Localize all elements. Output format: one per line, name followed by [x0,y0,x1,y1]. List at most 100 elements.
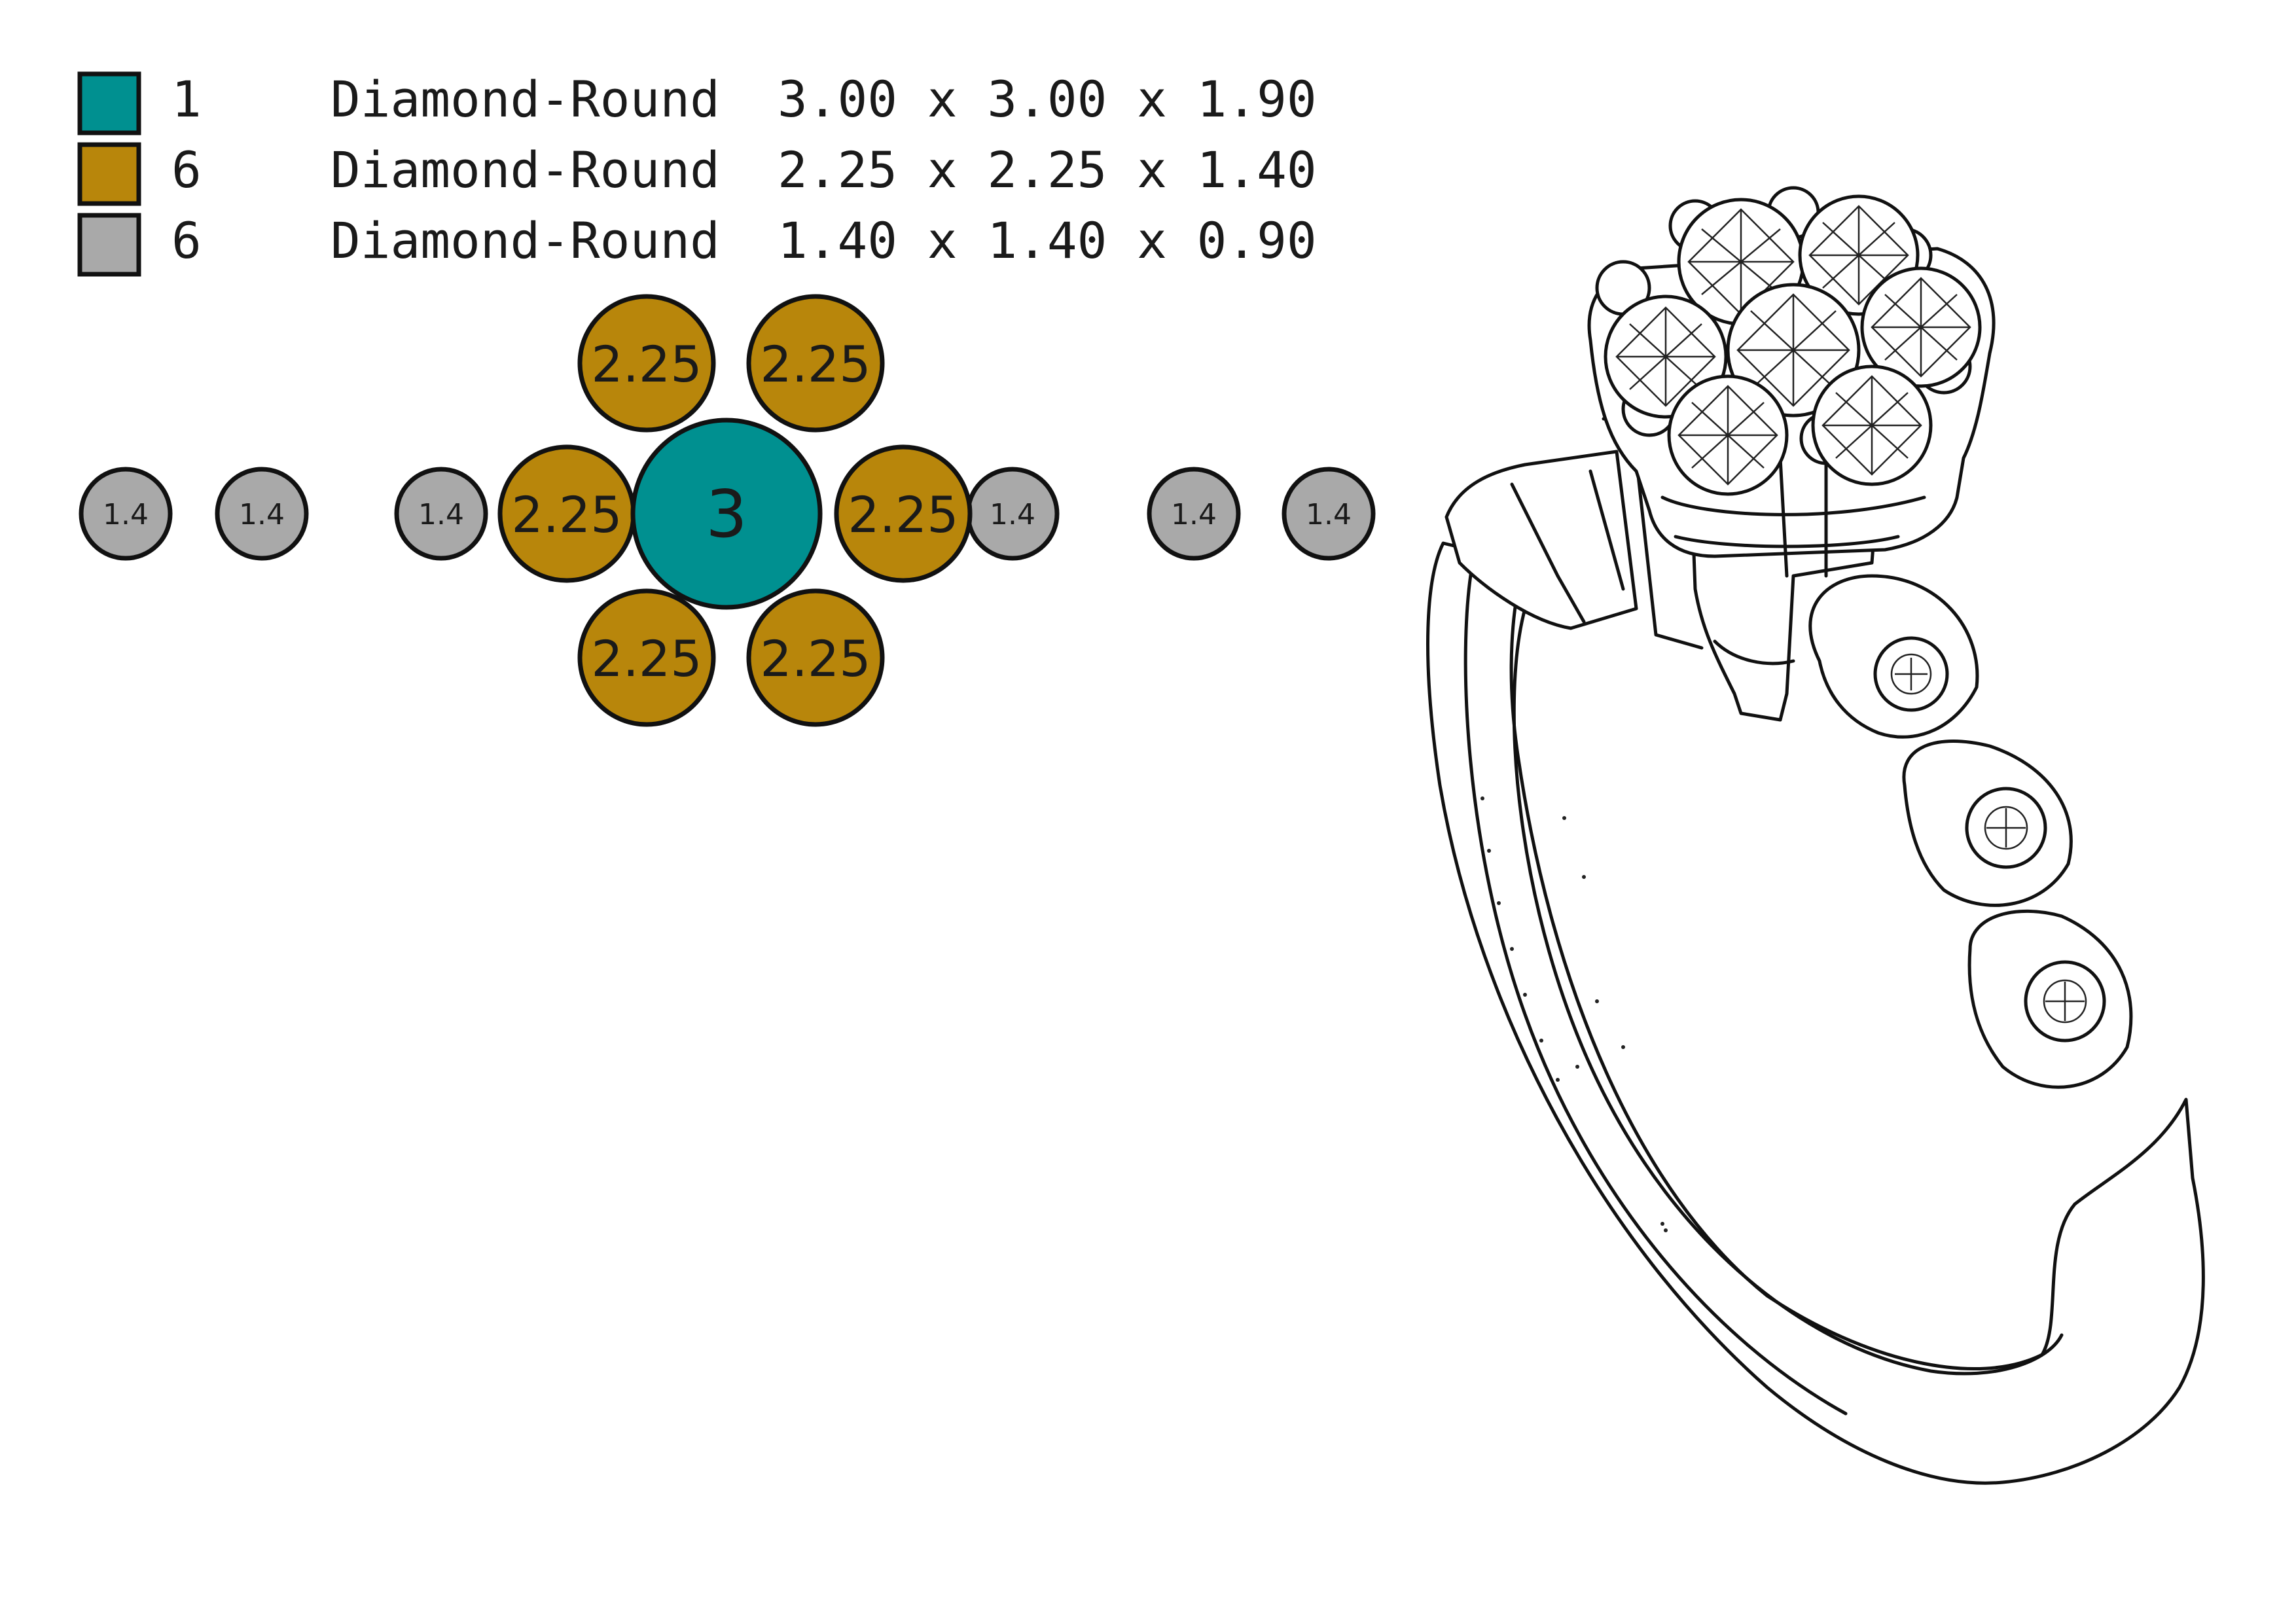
legend-stone-type: Diamond-Round [331,141,720,199]
ring-band-outer [1426,541,2205,1485]
legend-count: 1 [171,70,202,128]
legend-dimension-value: 3.00 [778,70,897,128]
petal-stone: 2.25 [834,444,973,583]
ring-drawing-stroke [1984,806,2028,850]
legend-dimension-value: x [897,70,987,128]
accent-stone-circle [215,467,309,561]
accent-stone: 1.4 [1147,467,1241,561]
accent-stone-circle [394,467,488,561]
legend-dimension-value: x [897,211,987,270]
cluster-diamond [1667,374,1789,496]
cluster-diamonds [1604,194,1982,496]
ring-drawing-stroke [2024,960,2106,1043]
cluster-diamond [1811,365,1933,486]
legend-dimension-value: 1.40 [1197,141,1317,199]
halo-setting [1902,740,2073,907]
accent-stone: 1.4 [79,467,173,561]
ring-drawing-stroke [1895,658,1928,690]
legend-dimension-value: x [1107,211,1196,270]
cluster-diamond [1726,283,1861,418]
petal-stone-size-label: 2.25 [511,486,622,544]
accent-stone-size-label: 1.4 [103,498,149,531]
petal-stone-circle [746,588,885,727]
petal-stone-size-label: 2.25 [760,630,870,688]
legend-dimensions: 2.25 x 2.25 x 1.40 [778,141,1317,199]
ring-head-gallery-edge [1634,456,1704,650]
legend-stone-type: Diamond-Round [331,70,720,128]
ring-left-shoulder-facet [1588,469,1625,591]
legend-swatch-gold [77,142,141,206]
petal-stone-size-label: 2.25 [848,486,958,544]
ring-drawing-stroke [1873,636,1949,712]
legend-dimension-value: 1.90 [1197,70,1317,128]
petal-stone-circle [577,588,716,727]
ring-drawing-stroke [1967,909,2133,1089]
legend-dimension-value: x [1107,141,1196,199]
stone-layout: 1.4 1.4 1.4 1.4 1.4 1.4 [79,294,1376,727]
petal-stone-circle [577,294,716,433]
accent-stones: 1.4 1.4 1.4 1.4 1.4 1.4 [79,467,1376,561]
petal-stone: 2.25 [746,294,885,433]
accent-stone: 1.4 [1282,467,1376,561]
cluster-diamond [1860,266,1982,388]
ring-drawing-stroke [1821,375,1922,476]
legend-dimension-value: x [897,141,987,199]
ring-band-side [1463,561,1848,1416]
accent-stone: 1.4 [965,467,1060,561]
petal-stone: 2.25 [746,588,885,727]
accent-stone-size-label: 1.4 [1306,498,1352,531]
stone-legend: 1 Diamond-Round 3.00 x 3.00 x 1.90 6 Dia… [77,70,1317,277]
legend-dimensions: 1.40 x 1.40 x 0.90 [778,211,1317,270]
legend-dimensions: 3.00 x 3.00 x 1.90 [778,70,1317,128]
petal-stone: 2.25 [577,588,716,727]
legend-stone-type: Diamond-Round [331,211,720,270]
legend-row-petal-stones: 6 Diamond-Round 2.25 x 2.25 x 1.40 [77,141,1317,206]
petal-stone-circle [834,444,973,583]
legend-row-center-stone: 1 Diamond-Round 3.00 x 3.00 x 1.90 [77,70,1317,135]
halo-setting [1967,909,2133,1089]
ring-drawing-stroke [1677,385,1778,486]
legend-dimension-value: 1.40 [987,211,1107,270]
legend-swatch-teal [77,71,141,135]
ring-drawing-stroke [1986,808,2026,847]
cluster-head-rim [1660,495,1926,516]
legend-row-accent-stones: 6 Diamond-Round 1.40 x 1.40 x 0.90 [77,211,1317,277]
ring-drawing-stroke [1615,306,1716,407]
ring-drawing-stroke [2045,982,2085,1021]
legend-dimension-value: 3.00 [987,70,1107,128]
halo-setting [1808,574,1979,739]
petal-stone-circle [746,294,885,433]
accent-stone-size-label: 1.4 [1171,498,1217,531]
band-texture-dots [1480,796,1668,1232]
accent-stone-size-label: 1.4 [990,498,1035,531]
ring-left-shoulder-facet [1510,482,1586,624]
accent-stone-size-label: 1.4 [239,498,285,531]
accent-stone-circle [79,467,173,561]
accent-stone: 1.4 [215,467,309,561]
ring-drawing-stroke [2043,979,2087,1024]
petal-stone-size-label: 2.25 [591,630,702,688]
accent-stone: 1.4 [394,467,488,561]
ring-drawing-stroke [1902,740,2073,907]
ring-head-gallery-edge [1713,639,1795,666]
ring-drawing-stroke [1808,574,1979,739]
accent-stone-size-label: 1.4 [418,498,464,531]
center-stone-size-label: 3 [706,476,747,552]
petal-stone: 2.25 [497,444,636,583]
ring-drawing-stroke [1965,787,2047,869]
accent-stone-circle [1147,467,1241,561]
legend-count: 6 [171,141,202,199]
legend-dimension-value: 0.90 [1197,211,1317,270]
legend-dimension-value: 1.40 [778,211,897,270]
cluster-head [1587,186,1996,578]
ring-drawing-stroke [1736,293,1850,407]
ring-drawing-stroke [1890,653,1932,695]
ring-illustration [1426,186,2205,1485]
legend-dimension-value: x [1107,70,1196,128]
ring-drawing-stroke [1687,208,1795,315]
ring-band-inner-edge [1512,607,2064,1376]
petal-stone-size-label: 2.25 [760,335,870,393]
petal-stones: 2.25 2.25 2.25 2.25 2.25 2.25 [497,294,973,727]
ring-drawing-stroke [1871,277,1971,378]
